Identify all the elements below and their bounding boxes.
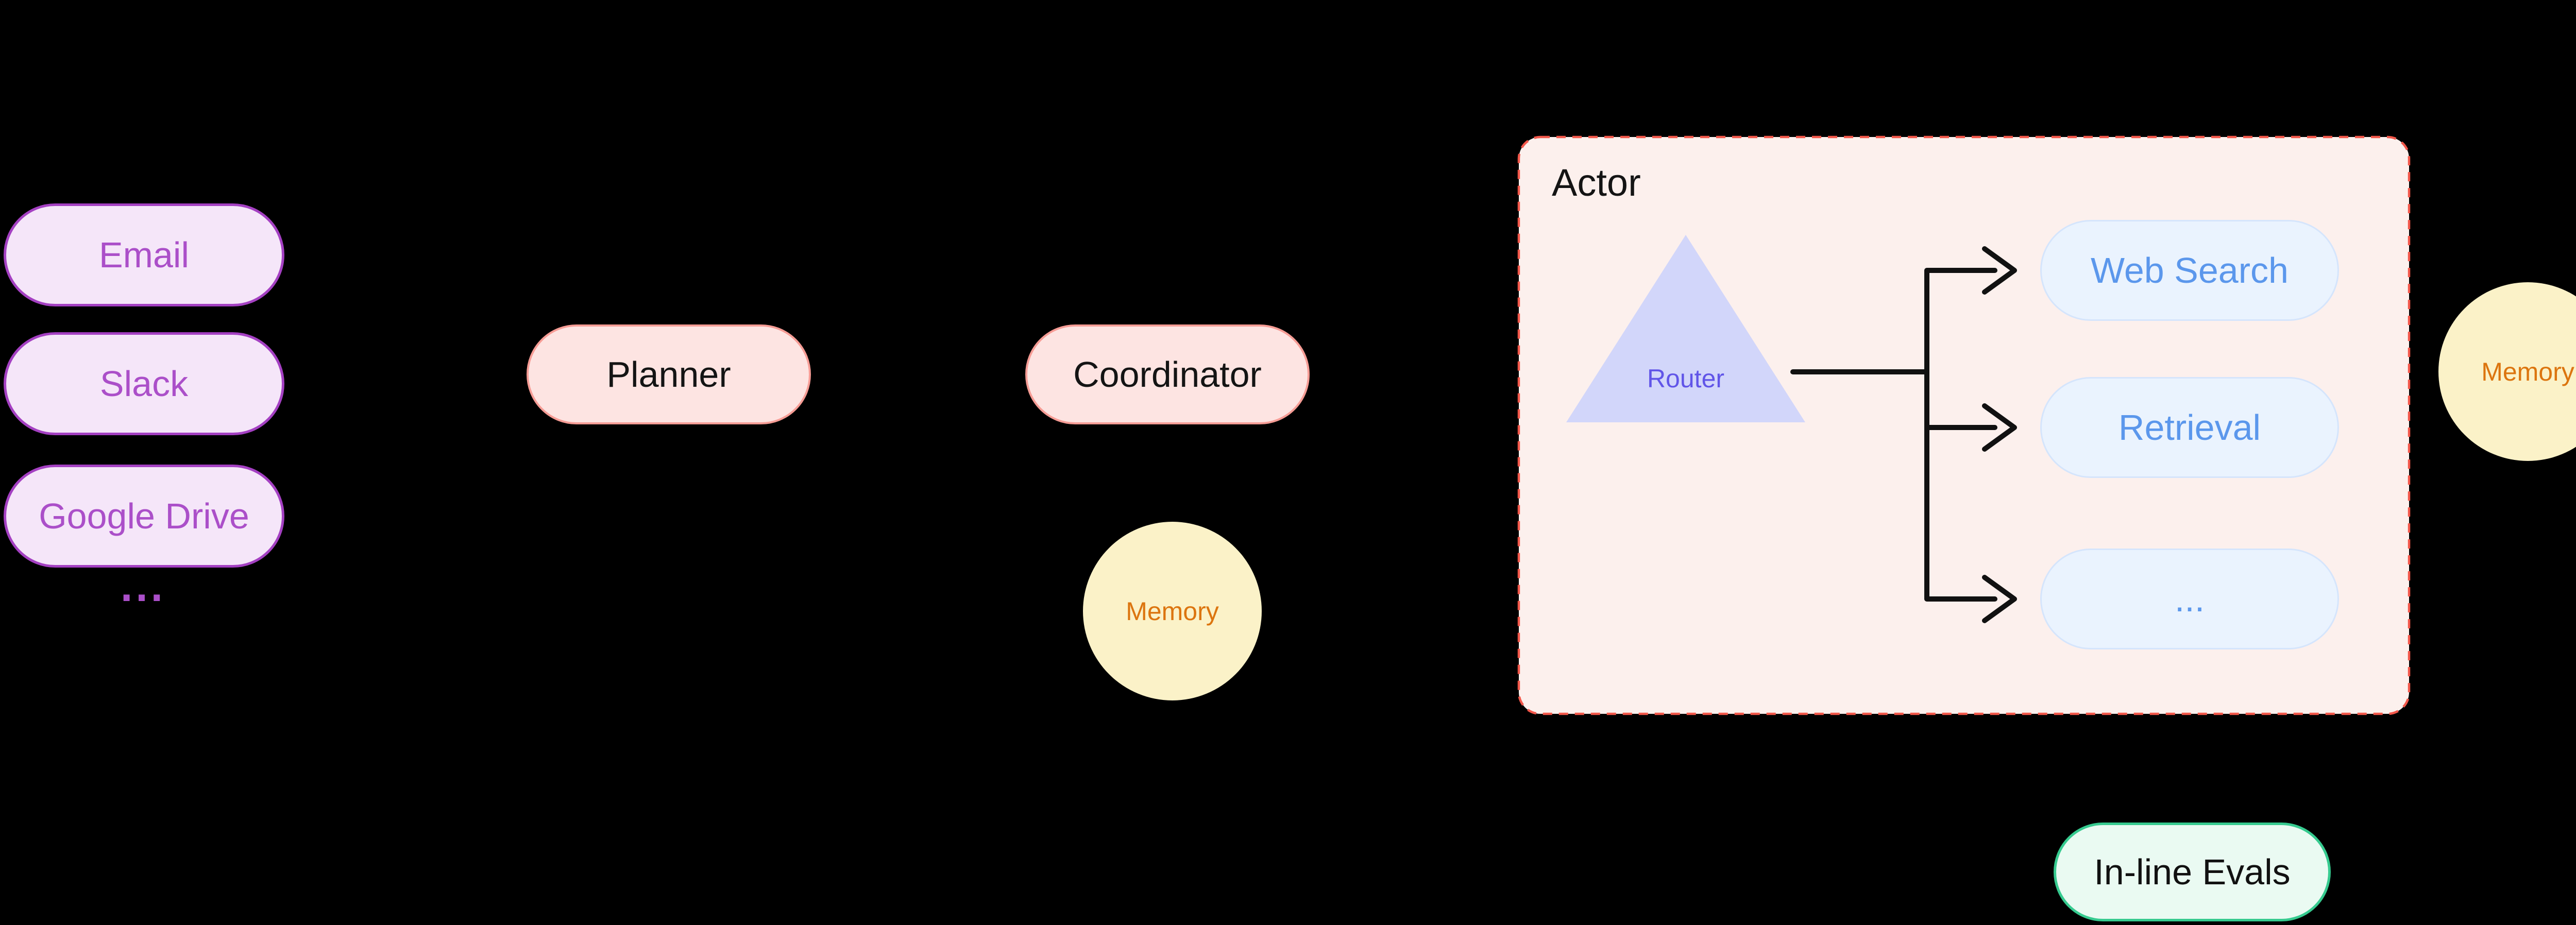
- coordinator-memory-node: Memory: [1083, 522, 1262, 700]
- source-pill-email: Email: [4, 203, 284, 306]
- tool-pill-retrieval-label: Retrieval: [2118, 407, 2261, 448]
- planner-node: Planner: [527, 324, 811, 424]
- tool-pill-web-search: Web Search: [2040, 220, 2339, 321]
- source-pill-google-drive: Google Drive: [4, 465, 284, 568]
- inline-evals-node: In-line Evals: [2054, 823, 2331, 921]
- source-pill-email-label: Email: [98, 235, 190, 275]
- inline-evals-label: In-line Evals: [2094, 852, 2291, 892]
- source-pill-slack-label: Slack: [99, 364, 189, 404]
- source-pill-google-drive-label: Google Drive: [39, 496, 249, 536]
- router-left-triangle: [1566, 235, 1805, 422]
- shared-memory-label: Memory: [2481, 357, 2574, 386]
- router-left-branch-lines: [1790, 268, 1997, 602]
- tool-pill-web-search-label: Web Search: [2091, 250, 2289, 290]
- tool-pill-more: ...: [2040, 549, 2339, 649]
- source-pill-slack: Slack: [4, 332, 284, 435]
- shared-memory-node: Memory: [2438, 282, 2576, 461]
- coordinator-node: Coordinator: [1025, 324, 1310, 424]
- router-left-arrowheads: [1982, 246, 2017, 623]
- router-left-label: Router: [1647, 364, 1725, 393]
- actor-left-title: Actor: [1552, 161, 1641, 204]
- coordinator-memory-label: Memory: [1126, 596, 1219, 626]
- tool-pill-retrieval: Retrieval: [2040, 377, 2339, 478]
- sources-more-ellipsis: ...: [120, 562, 166, 610]
- coordinator-label: Coordinator: [1073, 354, 1262, 395]
- planner-label: Planner: [606, 354, 731, 395]
- tool-pill-more-label: ...: [2174, 579, 2205, 619]
- router-left-connectors: [1790, 246, 2017, 623]
